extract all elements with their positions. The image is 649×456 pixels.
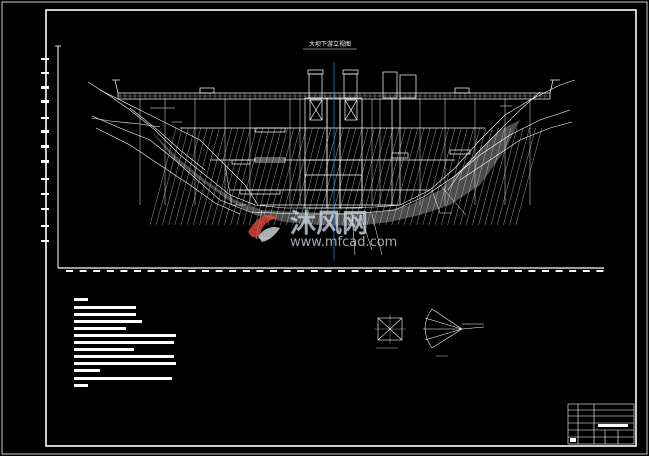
watermark-brand-en: www.mfcad.com xyxy=(290,235,397,250)
svg-text:大坝下游立视图: 大坝下游立视图 xyxy=(309,40,351,48)
drawing-title: 大坝下游立视图 xyxy=(303,40,357,50)
mf-logo-icon xyxy=(248,215,280,242)
rock-foundation xyxy=(149,120,542,226)
distance-scale xyxy=(58,267,604,272)
title-block xyxy=(567,403,635,445)
detail-view-square xyxy=(374,314,406,349)
detail-view-fan xyxy=(423,308,485,357)
elevation-ticks xyxy=(41,58,49,242)
elevation-scale xyxy=(41,45,61,268)
watermark-brand-cn: 沐风网 xyxy=(290,209,368,239)
inner-frame xyxy=(45,9,637,447)
notes-block xyxy=(74,298,176,387)
watermark: 沐风网 www.mfcad.com xyxy=(248,209,397,250)
annotation-leaders xyxy=(150,105,512,256)
